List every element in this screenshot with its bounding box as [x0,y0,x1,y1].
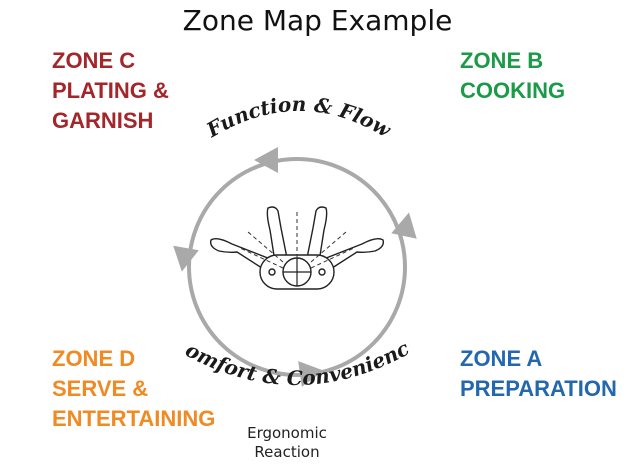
zone-c-line: GARNISH [52,108,154,133]
diagram-title: Zone Map Example [182,4,453,37]
zone-b-label: ZONE B COOKING [460,46,565,106]
zone-c-label: ZONE C PLATING & GARNISH [52,46,169,136]
caption-line: Reaction [254,443,320,461]
ergonomic-reaction-caption: Ergonomic Reaction [227,424,347,462]
zone-a-label: ZONE A PREPARATION [460,344,617,404]
arrowhead-right-icon [391,212,417,239]
function-flow-label: Function & Flow [201,92,395,143]
zone-c-line: PLATING & [52,78,169,103]
zone-d-label: ZONE D SERVE & ENTERTAINING [52,344,215,434]
zone-d-line: ZONE D [52,346,136,371]
caption-line: Ergonomic [247,424,327,442]
zone-b-line: ZONE B [460,48,544,73]
cycle-ring [187,157,407,377]
arrowhead-bottom-icon [298,361,324,387]
arrowhead-left-icon [173,245,199,272]
arrowhead-top-icon [254,147,278,173]
zone-c-line: ZONE C [52,48,136,73]
zone-a-line: ZONE A [460,346,543,371]
person-top-view-icon [209,206,385,290]
comfort-convenience-label: Comfort & Convenience [0,0,413,390]
zone-d-line: SERVE & [52,376,149,401]
reach-guide-lines [239,212,355,269]
zone-d-line: ENTERTAINING [52,406,216,431]
zone-a-line: PREPARATION [460,376,617,401]
zone-b-line: COOKING [460,78,566,103]
